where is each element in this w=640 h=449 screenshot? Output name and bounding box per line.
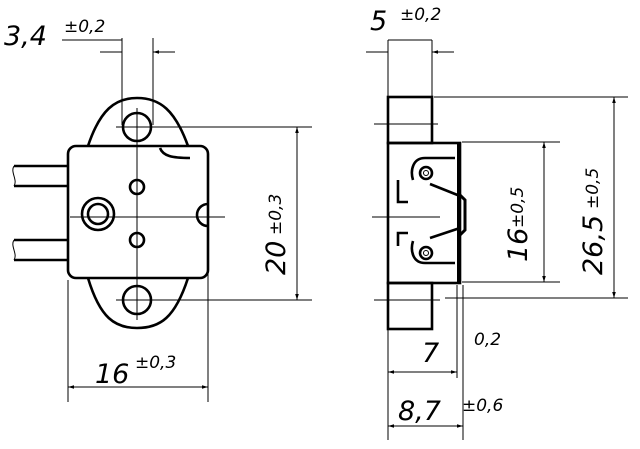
dim-inner-height-value: 16	[503, 228, 534, 262]
flange-outline	[86, 96, 190, 330]
dim-height-tol: ±0,3	[266, 194, 286, 235]
extension-lines	[387, 40, 433, 97]
dim-height-value: 20	[261, 241, 292, 275]
dim-hole-spacing-value: 3,4	[4, 21, 47, 52]
contact-bump	[458, 193, 467, 237]
rivet-bottom-inner	[423, 250, 429, 256]
dim-depth-value: 7	[422, 338, 439, 369]
extension-lines	[387, 285, 464, 440]
rivet-top-inner	[423, 170, 429, 176]
front-view: 3,4 ±0,2 20 ±0,3 16 ±0,3	[4, 17, 312, 402]
dim-overall-depth-tol: ±0,6	[462, 396, 503, 416]
center-lines	[70, 108, 225, 320]
slot-marks	[396, 180, 408, 246]
large-hole	[80, 196, 116, 232]
bottom-tab	[386, 281, 434, 331]
dim-overall-depth-value: 8,7	[398, 396, 441, 427]
dim-overall-height-tol: ±0,5	[583, 168, 603, 209]
large-hole-inner	[86, 202, 110, 226]
dim-tab-width-tol: ±0,2	[400, 5, 441, 25]
rivet-bottom	[418, 245, 434, 261]
dim-overall-height-value: 26,5	[578, 215, 609, 275]
dim-inner-height-tol: ±0,5	[508, 187, 528, 228]
body-notch	[158, 147, 191, 160]
wire-break	[12, 165, 16, 261]
extension-lines	[67, 230, 209, 402]
side-notch	[195, 202, 209, 228]
extension-lines	[434, 96, 628, 299]
dim-hole-spacing-tol: ±0,2	[64, 17, 105, 37]
body-outline	[66, 144, 210, 280]
side-view: 5 ±0,2 16 ±0,5 26,5 ±0,5 7 0,2 8,7 ±0,6	[366, 5, 628, 440]
contact-springs	[410, 156, 461, 265]
top-tab	[386, 95, 434, 145]
dim-width-value: 16	[95, 359, 129, 390]
center-lines	[372, 123, 440, 301]
rivet-top	[418, 165, 434, 181]
lead-wires	[14, 164, 68, 262]
extension-lines	[150, 126, 312, 301]
dim-tab-width-value: 5	[370, 6, 387, 37]
dim-width-tol: ±0,3	[135, 353, 176, 373]
dim-depth-tol: 0,2	[474, 330, 501, 350]
